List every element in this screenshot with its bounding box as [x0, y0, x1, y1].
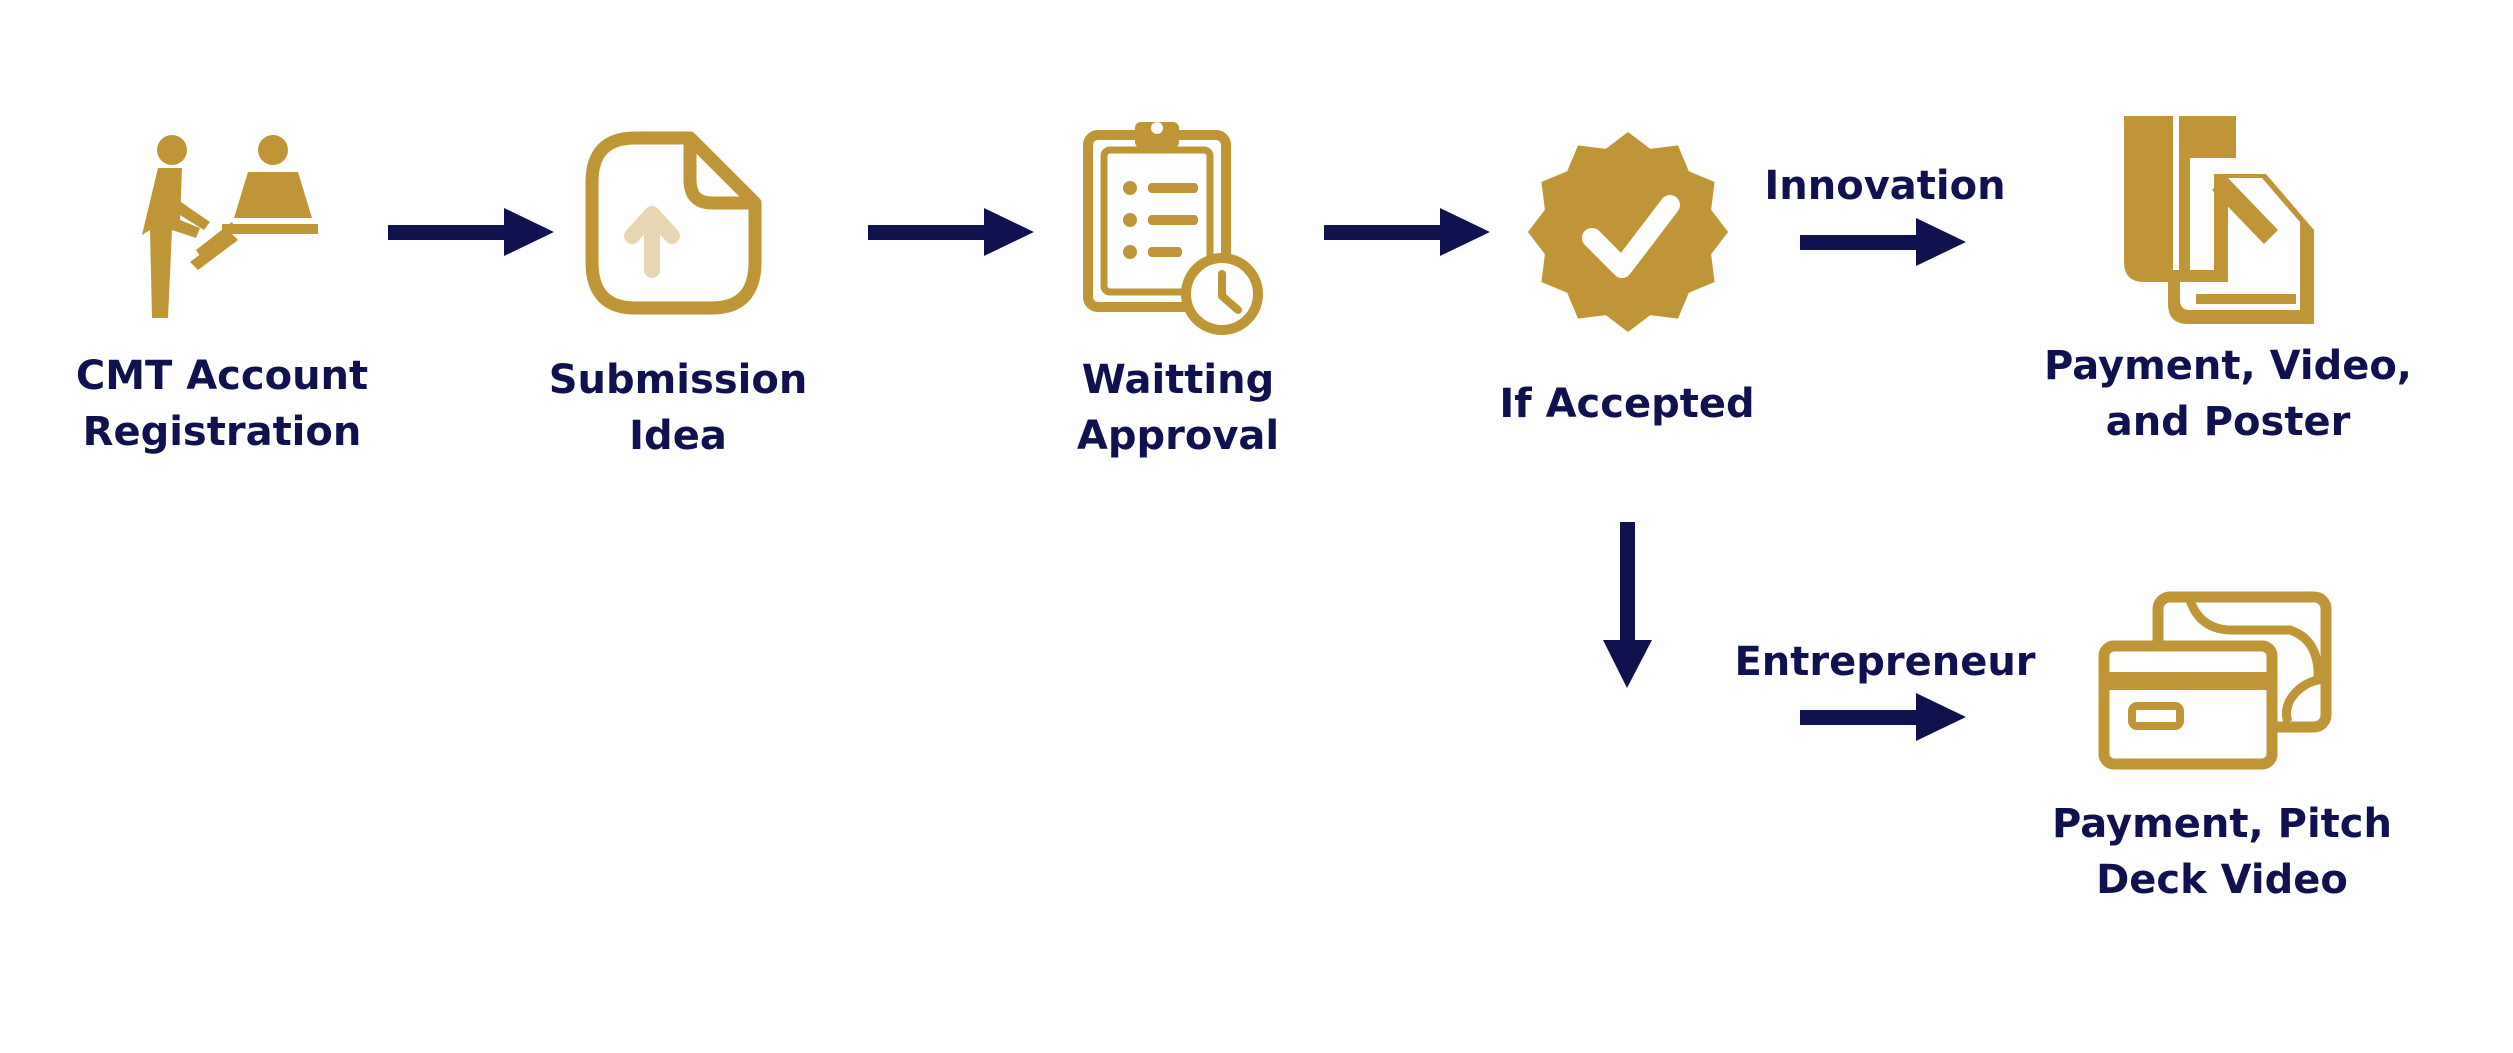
step-label-line: and Poster: [2105, 399, 2351, 445]
step-label-waiting: Waitting Approval: [1077, 352, 1279, 464]
arrow-3: [1324, 208, 1490, 256]
arrow-2: [868, 208, 1034, 256]
step-label-entrepreneur-result: Payment, Pitch Deck Video: [2052, 796, 2392, 908]
clipboard-clock-icon: [1083, 122, 1263, 335]
entrepreneur-arrow: [1800, 693, 1966, 741]
edge-label-entrepreneur: Entrepreneur: [1734, 639, 2036, 685]
step-label-line: Idea: [629, 413, 727, 459]
payment-document-icon: [2124, 116, 2314, 324]
payment-cards-icon: [2098, 591, 2332, 770]
step-label-line: Submission: [548, 357, 808, 403]
down-arrow: [1603, 522, 1652, 688]
step-label-line: If Accepted: [1499, 381, 1755, 427]
step-label-accepted: If Accepted: [1499, 376, 1754, 432]
arrow-1: [388, 208, 554, 256]
step-label-line: Payment, Pitch: [2052, 801, 2392, 847]
step-label-innovation-result: Payment, Video, and Poster: [2044, 338, 2412, 450]
verified-badge-icon: [1528, 132, 1728, 332]
innovation-arrow: [1800, 218, 1966, 266]
step-label-line: Waitting: [1081, 357, 1275, 403]
step-label-line: Deck Video: [2096, 857, 2348, 903]
step-label-registration: CMT Account Registration: [76, 348, 368, 460]
registration-desk-icon: [142, 135, 318, 318]
step-label-line: Payment, Video,: [2043, 343, 2413, 389]
step-label-line: Registration: [82, 409, 362, 455]
step-label-submission: Submission Idea: [549, 352, 808, 464]
document-upload-icon: [585, 131, 762, 315]
step-label-line: Approval: [1076, 413, 1280, 459]
step-label-line: CMT Account: [75, 353, 369, 399]
edge-label-innovation: Innovation: [1764, 163, 2006, 209]
